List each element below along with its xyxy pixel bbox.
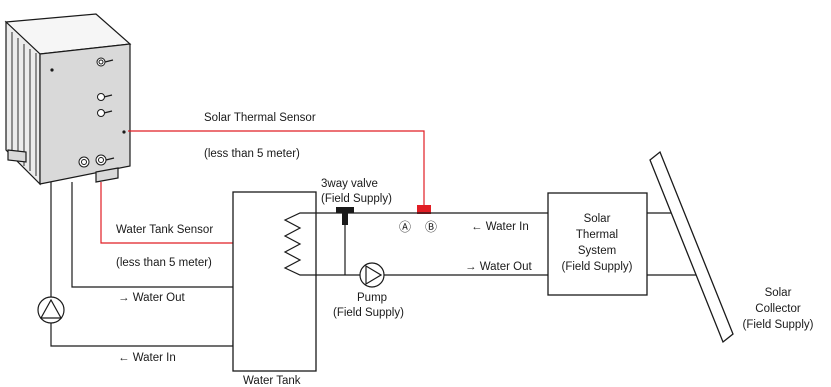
solar-coil [283,212,316,276]
unit-port-icon [95,154,115,166]
tank-sensor-label: Water Tank Sensor [116,224,213,236]
solar-system-label-3: System [578,245,616,257]
collector-label-2: Collector [755,303,801,315]
solar-system-label-4: (Field Supply) [562,261,633,273]
collector-label-3: (Field Supply) [743,319,814,331]
solar-system-label-1: Solar [584,213,611,225]
solar-thermal-system [547,192,648,296]
tank-sensor-distance: (less than 5 meter) [116,257,212,269]
valve-label: 3way valve [321,178,378,190]
tank-sensor-wire [100,182,245,244]
solar-water-in-label: ← Water In [471,221,529,233]
water-tank [232,191,317,372]
port-a-label: Ⓐ [399,220,411,234]
solar-collector [649,150,734,344]
unit-port-icon [97,109,113,117]
solar-sensor-distance: (less than 5 meter) [204,148,300,160]
unit-port-icon [97,93,113,101]
valve-supply-label: (Field Supply) [321,193,392,205]
pump-label: Pump [357,292,387,304]
solar-system-label-2: Thermal [576,229,618,241]
unit-port-icon [96,57,114,67]
unit-water-out-label: → Water Out [118,292,185,304]
unit-water-in-label: ← Water In [118,352,176,364]
unit-port-icon [78,156,90,168]
solar-water-out-label: → Water Out [465,261,532,273]
solar-pump-icon [359,262,385,288]
water-tank-label: Water Tank [243,375,301,387]
circulation-pump-icon [37,296,65,324]
collector-label-1: Solar [765,287,792,299]
solar-thermal-sensor [417,205,431,214]
port-b-label: Ⓑ [425,220,437,234]
heat-pump-unit [4,13,132,186]
solar-sensor-label: Solar Thermal Sensor [204,112,316,124]
solar-sensor-wire [128,130,425,205]
three-way-valve-icon [336,207,354,225]
pump-supply-label: (Field Supply) [333,307,404,319]
